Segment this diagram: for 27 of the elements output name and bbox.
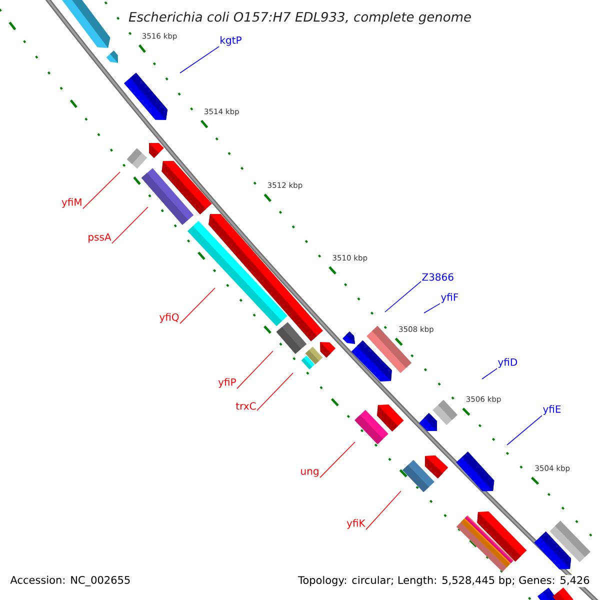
leader-line: [256, 372, 294, 411]
gene-label: yfiP: [218, 378, 236, 388]
accession-text: Accession: NC_002655: [9, 574, 132, 588]
leader-line: [384, 281, 422, 312]
title: Escherichia coli O157:H7 EDL933, complete genome: [128, 12, 471, 24]
gene-label: yfiM: [62, 198, 82, 208]
gene-label: yfiD: [498, 358, 518, 368]
gene-label: ung: [301, 469, 318, 477]
leader-line: [506, 415, 542, 446]
gene-label: Z3866: [422, 273, 454, 281]
leader-line: [236, 350, 274, 389]
leader-line: [82, 172, 120, 209]
gene-label: pssA: [88, 233, 112, 243]
leader-line: [112, 206, 148, 244]
leader-line: [424, 303, 440, 314]
gene-label: yfiK: [346, 519, 366, 529]
leader-line: [320, 442, 356, 478]
leader-line: [482, 368, 498, 380]
leader-line: [366, 490, 402, 530]
gene-label: yfiE: [543, 405, 561, 415]
gene-label: kgtP: [220, 36, 242, 46]
leader-line: [180, 288, 216, 324]
gene-label: yfiF: [441, 293, 458, 303]
gene-label: trxC: [236, 402, 256, 410]
leader-line: [180, 46, 220, 74]
genome-stats-text: Topology: circular; Length: 5,528,445 bp; Genes: 5,426: [297, 574, 591, 588]
gene-label: yfiQ: [160, 313, 179, 323]
